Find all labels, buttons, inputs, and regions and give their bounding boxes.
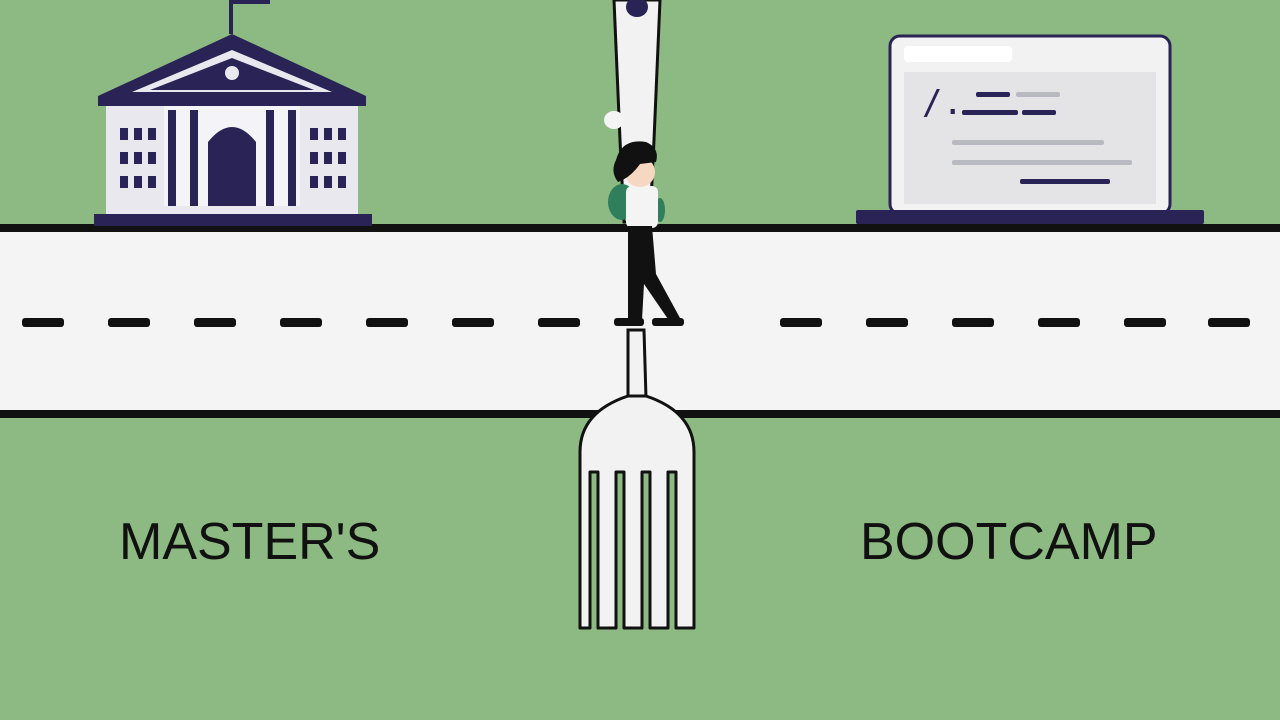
bootcamp-label: BOOTCAMP — [860, 513, 1158, 571]
laptop-icon: /. — [856, 34, 1204, 224]
person-walking-icon — [604, 111, 684, 326]
laptop-screen-prompt: /. — [922, 83, 963, 123]
university-building-icon — [94, 0, 372, 226]
laptop-code-lines — [952, 92, 1132, 184]
road-center-dashes — [22, 318, 1250, 327]
masters-label: MASTER'S — [119, 513, 381, 571]
